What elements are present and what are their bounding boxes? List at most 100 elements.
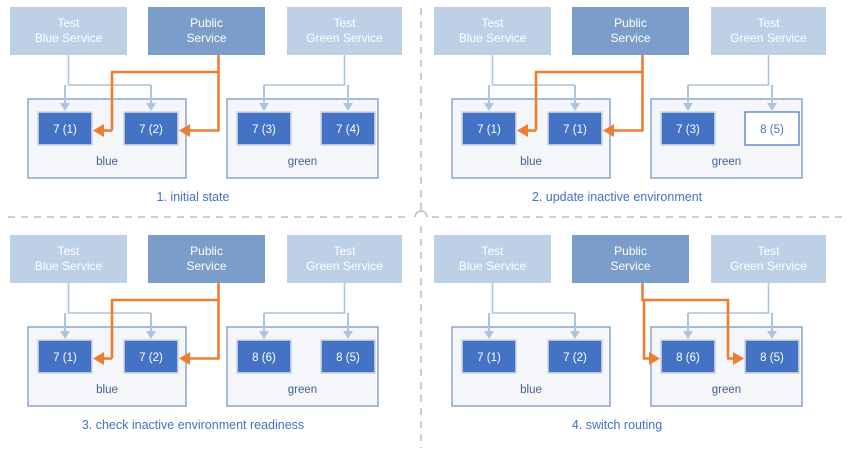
panel-3-instance-box-b0[interactable]: [37, 339, 93, 374]
panel-2-instance-b0[interactable]: 7 (1): [461, 111, 517, 146]
panel-1-env-label-green: green: [288, 156, 317, 168]
test-green-service-label-line2: Green Service: [730, 259, 807, 273]
test-green-service-box[interactable]: [711, 7, 826, 55]
panel-2-orange-route-left: [534, 55, 644, 131]
panel-4-orange-head-g0: [649, 352, 660, 365]
panel-1-instance-label-g1: 7 (4): [336, 124, 360, 136]
public-service-label-line1: Public: [190, 16, 223, 30]
test-green-service-label-line2: Green Service: [306, 259, 383, 273]
panel-4-instance-g0[interactable]: 8 (6): [660, 339, 716, 374]
panel-3-instance-b1[interactable]: 7 (2): [123, 339, 179, 374]
panel-2-blue-arrow-1-head: [570, 103, 580, 111]
test-green-service-box[interactable]: [287, 235, 402, 283]
panel-4-instance-g1[interactable]: 8 (5): [744, 339, 800, 374]
panel-1-blue-arrow-0-head: [60, 103, 70, 111]
panel-2-instance-box-g0[interactable]: [660, 111, 716, 146]
panel-3-instance-box-g1[interactable]: [320, 339, 376, 374]
public-service-label-line1: Public: [190, 244, 223, 258]
panel-1-instance-box-b1[interactable]: [123, 111, 179, 146]
panel-2-orange-head-right: [603, 124, 614, 137]
panel-4-instance-b0[interactable]: 7 (1): [461, 339, 517, 374]
panel-4-orange-route-g1: [642, 298, 734, 360]
public-service-box[interactable]: [148, 7, 265, 55]
panel-3-blue-arrow-1-head: [146, 331, 156, 339]
test-blue-service-box[interactable]: [10, 235, 127, 283]
test-green-service-box[interactable]: [711, 235, 826, 283]
panel-1-orange-head-left: [93, 124, 104, 137]
panel-3-instance-g0[interactable]: 8 (6): [236, 339, 292, 374]
panel-1-instance-box-b0[interactable]: [37, 111, 93, 146]
panel-3-instance-box-g0[interactable]: [236, 339, 292, 374]
panel-1-instance-label-b0: 7 (1): [53, 124, 77, 136]
panel-dividers: [8, 8, 842, 448]
test-green-service-label-line2: Green Service: [730, 31, 807, 45]
panel-4-instance-box-g0[interactable]: [660, 339, 716, 374]
panel-4-instance-box-b1[interactable]: [547, 339, 603, 374]
test-green-service-box[interactable]: [287, 7, 402, 55]
test-blue-service-box[interactable]: [434, 235, 551, 283]
panel-2-instance-g0[interactable]: 7 (3): [660, 111, 716, 146]
panel-1-instance-box-g0[interactable]: [236, 111, 292, 146]
panel-3-instance-g1[interactable]: 8 (5): [320, 339, 376, 374]
panel-1-instance-box-g1[interactable]: [320, 111, 376, 146]
panel-3-orange-head-left: [93, 352, 104, 365]
test-blue-service-label-line1: Test: [57, 244, 80, 258]
panel-4-instance-box-b0[interactable]: [461, 339, 517, 374]
panel-4-green-arrow-1-head: [767, 331, 777, 339]
public-service-label-line2: Service: [610, 31, 650, 45]
panel-4-instance-b1[interactable]: 7 (2): [547, 339, 603, 374]
public-service-label-line2: Service: [610, 259, 650, 273]
panel-4-blue-test-bus: [491, 283, 575, 314]
panel-2-instance-box-g1[interactable]: [744, 111, 800, 146]
panel-2-instance-box-b1[interactable]: [547, 111, 603, 146]
divider-crossover-arc: [414, 210, 428, 218]
panel-2-instance-g1[interactable]: 8 (5): [744, 111, 800, 146]
panel-3-instance-label-g0: 8 (6): [252, 352, 276, 364]
public-service-box[interactable]: [572, 7, 689, 55]
panel-4-green-test-bus: [688, 283, 770, 314]
public-service-label-line2: Service: [186, 259, 226, 273]
panel-3-green-test-bus: [264, 283, 346, 314]
panel-1-instance-g0[interactable]: 7 (3): [236, 111, 292, 146]
panel-4-instance-label-g0: 8 (6): [676, 352, 700, 364]
public-service-box[interactable]: [572, 235, 689, 283]
panel-2-instance-box-b0[interactable]: [461, 111, 517, 146]
panel-3-instance-box-b1[interactable]: [123, 339, 179, 374]
panel-2-caption: 2. update inactive environment: [532, 190, 703, 204]
panel-2-instance-label-g1: 8 (5): [760, 124, 784, 136]
panel-4-instance-box-g1[interactable]: [744, 339, 800, 374]
test-blue-service-box[interactable]: [434, 7, 551, 55]
panel-2-orange-head-left: [517, 124, 528, 137]
panel-2-env-label-green: green: [712, 156, 741, 168]
panel-1-instance-b0[interactable]: 7 (1): [37, 111, 93, 146]
panel-1-blue-test-bus: [67, 55, 151, 86]
panel-1-instance-b1[interactable]: 7 (2): [123, 111, 179, 146]
panel-3-instance-b0[interactable]: 7 (1): [37, 339, 93, 374]
test-blue-service-box[interactable]: [10, 7, 127, 55]
public-service-box[interactable]: [148, 235, 265, 283]
panel-2-instance-b1[interactable]: 7 (1): [547, 111, 603, 146]
panel-2-green-arrow-0-head: [683, 103, 693, 111]
panel-2-green-test-bus: [688, 55, 770, 86]
panel-1-instance-g1[interactable]: 7 (4): [320, 111, 376, 146]
panel-1-instance-label-g0: 7 (3): [252, 124, 276, 136]
test-blue-service-label-line1: Test: [481, 16, 504, 30]
panel-1-green-test-bus: [264, 55, 346, 86]
test-green-service-label-line1: Test: [757, 244, 780, 258]
